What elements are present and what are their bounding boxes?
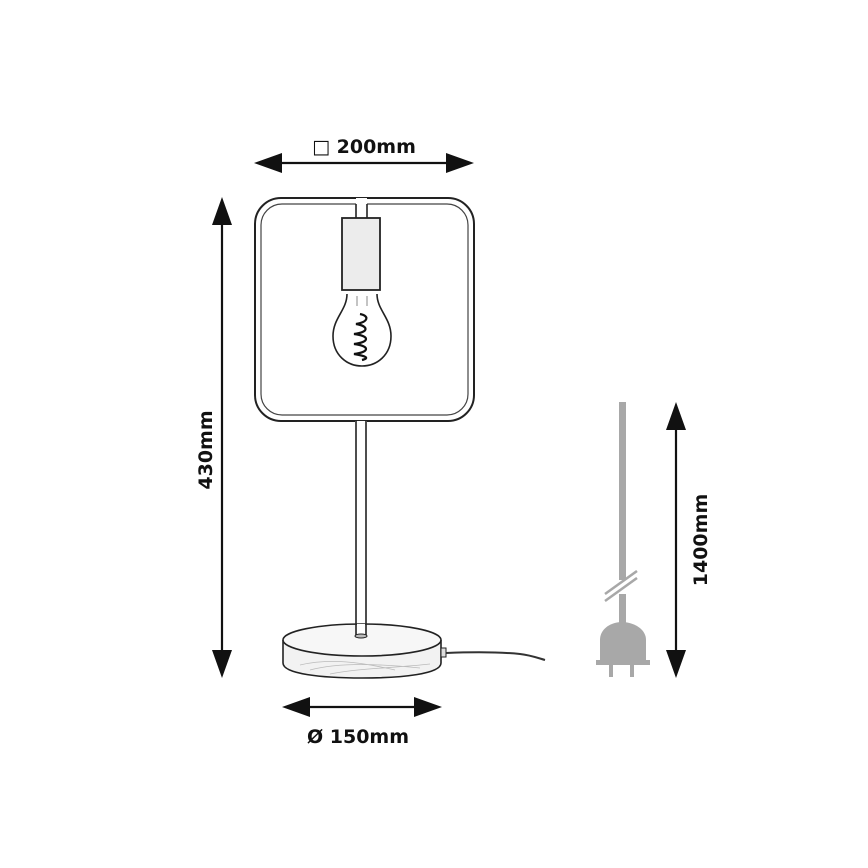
arrow-right-icon (446, 153, 474, 173)
bulb-icon (332, 293, 392, 367)
arrow-up-icon (212, 197, 232, 225)
diameter-label: Ø 150mm (307, 726, 409, 748)
lamp-base (282, 623, 447, 679)
lamp-stem (354, 421, 368, 639)
arrow-left-icon (254, 153, 282, 173)
arrow-down-icon (666, 650, 686, 678)
arrow-down-icon (212, 650, 232, 678)
diameter-dimension: Ø 150mm (282, 697, 442, 748)
height-label: 430mm (195, 410, 217, 489)
width-dimension: □ 200mm (254, 136, 474, 173)
arrow-left-icon (282, 697, 310, 717)
arrow-up-icon (666, 402, 686, 430)
plug-icon (596, 402, 650, 677)
lamp-socket (341, 217, 381, 291)
power-cable (445, 651, 546, 661)
arrow-right-icon (414, 697, 442, 717)
width-label: □ 200mm (312, 136, 416, 158)
cable-length-label: 1400mm (690, 494, 712, 586)
cable-length-dimension: 1400mm (666, 402, 712, 678)
height-dimension: 430mm (195, 197, 232, 678)
